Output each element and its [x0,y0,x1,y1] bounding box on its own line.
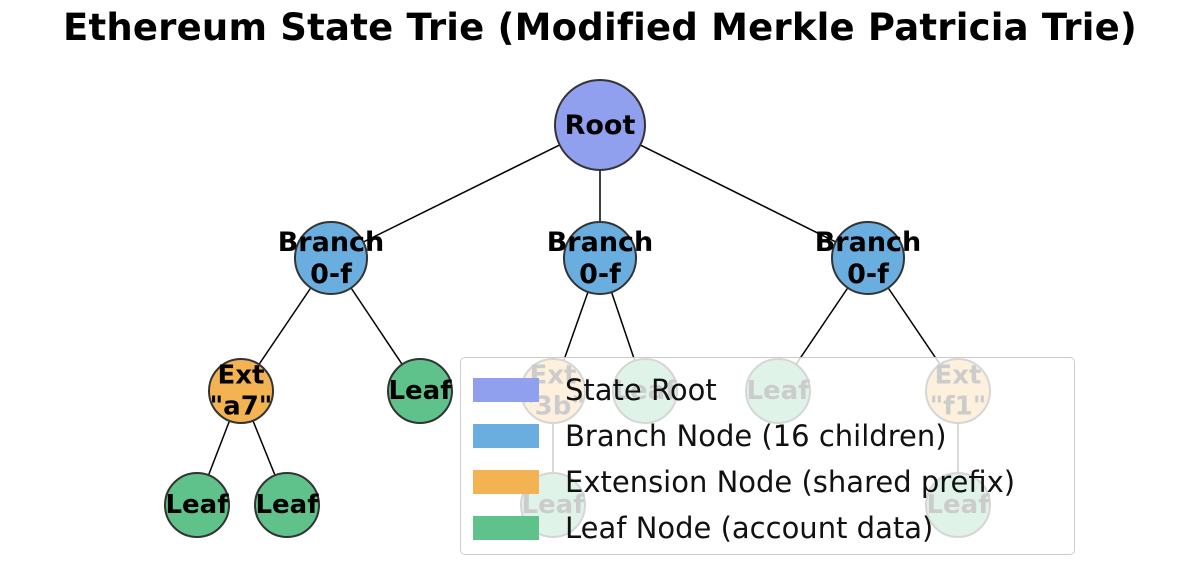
node-label: Ext"a7" [210,361,273,422]
node-circle-leaf [164,472,230,538]
node-label: Root [565,110,636,141]
legend-swatch-leaf [473,516,539,540]
node-label: Leaf [165,490,229,520]
node-circle-branch [563,221,637,295]
diagram-title: Ethereum State Trie (Modified Merkle Pat… [62,6,1138,49]
legend-label: Extension Node (shared prefix) [565,465,1016,499]
node-leaf_l1: Leaf [387,358,453,424]
node-root: Root [554,79,646,171]
node-circle-leaf [387,358,453,424]
node-circle-branch [294,221,368,295]
edge-root-branch_right [599,124,869,259]
legend-swatch-root [473,378,539,402]
node-label: Leaf [255,490,319,520]
node-circle-root [554,79,646,171]
edge-root-branch_left [330,124,601,259]
node-circle-extension [208,358,274,424]
legend-swatch-branch [473,424,539,448]
node-circle-branch [831,221,905,295]
node-leaf_a7_2: Leaf [254,472,320,538]
legend-item-extension: Extension Node (shared prefix) [473,462,1015,502]
legend-item-leaf: Leaf Node (account data) [473,508,933,548]
legend-label: Leaf Node (account data) [565,511,934,545]
legend-label: State Root [565,373,717,407]
node-leaf_a7_1: Leaf [164,472,230,538]
node-label: Leaf [388,376,452,406]
node-circle-leaf [254,472,320,538]
legend-swatch-extension [473,470,539,494]
legend-label: Branch Node (16 children) [565,419,947,453]
legend-item-root: State Root [473,370,717,410]
legend-item-branch: Branch Node (16 children) [473,416,947,456]
node-ext_a7: Ext"a7" [208,358,274,424]
